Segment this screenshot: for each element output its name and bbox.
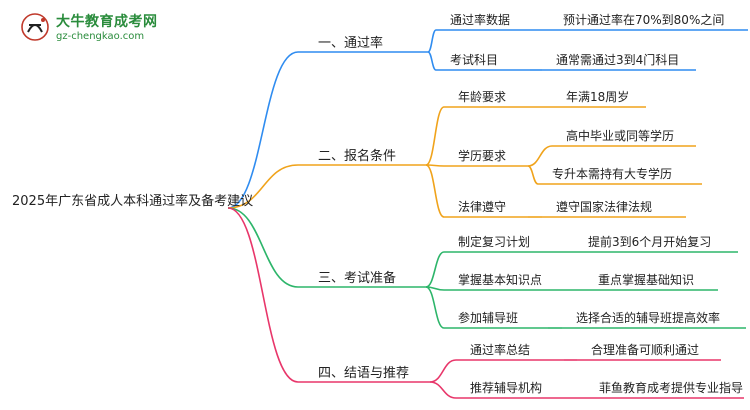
item-label-2-3: 法律遵守 bbox=[458, 199, 506, 214]
value-label-1-2-1: 通常需通过3到4门科目 bbox=[556, 52, 679, 67]
value-label-4-2-1: 菲鱼教育成考提供专业指导 bbox=[599, 380, 743, 395]
edge-item-value-2-2-1 bbox=[527, 145, 553, 167]
edge-branch-item-1-1 bbox=[427, 29, 437, 53]
value-label-3-2-1: 重点掌握基础知识 bbox=[598, 272, 694, 287]
logo-badge-icon bbox=[21, 13, 49, 41]
edge-branch-item-4-1 bbox=[429, 359, 457, 383]
mindmap-labels: 2025年广东省成人本科通过率及备考建议 一、通过率 通过率数据 预计通过率在70%到… bbox=[12, 12, 743, 395]
edge-root-branch-3 bbox=[227, 207, 299, 288]
edge-branch-item-3-3 bbox=[425, 286, 445, 329]
item-label-3-2: 掌握基本知识点 bbox=[458, 272, 542, 287]
branch-label-1: 一、通过率 bbox=[318, 35, 383, 51]
item-label-3-3: 参加辅导班 bbox=[458, 310, 518, 325]
root-label: 2025年广东省成人本科通过率及备考建议 bbox=[12, 193, 253, 209]
value-label-3-3-1: 选择合适的辅导班提高效率 bbox=[576, 310, 720, 325]
item-label-2-2: 学历要求 bbox=[458, 148, 506, 163]
item-label-4-1: 通过率总结 bbox=[470, 342, 530, 357]
item-label-2-1: 年龄要求 bbox=[458, 90, 506, 104]
edge-branch-item-2-3 bbox=[425, 164, 445, 218]
edge-branch-item-3-1 bbox=[425, 251, 445, 288]
item-label-1-2: 考试科目 bbox=[450, 52, 498, 67]
logo-url: gz-chengkao.com bbox=[56, 31, 145, 42]
logo-title: 大牛教育成考网 bbox=[56, 14, 158, 30]
mindmap-underlines bbox=[298, 29, 748, 399]
item-label-1-1: 通过率数据 bbox=[450, 12, 510, 27]
edge-root-branch-2 bbox=[227, 164, 299, 209]
edge-item-value-2-2-2 bbox=[527, 165, 539, 185]
value-label-2-3-1: 遵守国家法律法规 bbox=[556, 199, 652, 214]
value-label-2-1-1: 年满18周岁 bbox=[566, 89, 629, 104]
edge-branch-item-2-1 bbox=[425, 106, 445, 166]
edge-branch-item-1-2 bbox=[427, 51, 437, 71]
site-logo[interactable]: 大牛教育成考网 gz-chengkao.com bbox=[6, 8, 166, 48]
value-label-1-1-1: 预计通过率在70%到80%之间 bbox=[563, 12, 724, 27]
value-label-4-1-1: 合理准备可顺利通过 bbox=[591, 342, 699, 357]
item-label-4-2: 推荐辅导机构 bbox=[470, 380, 542, 395]
branch-label-2: 二、报名条件 bbox=[318, 148, 396, 164]
edge-root-branch-1 bbox=[227, 51, 299, 209]
edge-branch-item-4-2 bbox=[429, 381, 457, 399]
value-label-2-2-1: 高中毕业或同等学历 bbox=[566, 128, 674, 143]
value-label-3-1-1: 提前3到6个月开始复习 bbox=[588, 234, 711, 249]
value-label-2-2-2: 专升本需持有大专学历 bbox=[552, 166, 672, 181]
branch-label-4: 四、结语与推荐 bbox=[318, 366, 409, 381]
edge-root-branch-4 bbox=[227, 207, 299, 383]
mindmap-edges bbox=[227, 29, 585, 399]
branch-label-3: 三、考试准备 bbox=[318, 270, 396, 286]
item-label-3-1: 制定复习计划 bbox=[458, 234, 530, 249]
